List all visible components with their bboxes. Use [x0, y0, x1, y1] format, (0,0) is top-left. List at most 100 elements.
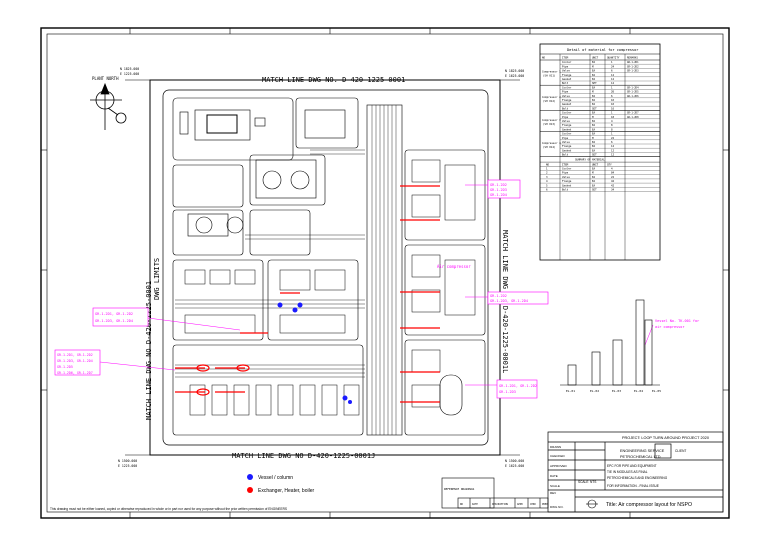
callout-2: GR-1-2D2 GR-1-2D3, GR-1-2D4 — [465, 291, 549, 305]
table-summary-cell: EA — [592, 183, 596, 187]
legend-exchanger-label: Exchanger, Heater, boiler — [258, 488, 314, 494]
table-cell: 10 — [611, 106, 615, 110]
table-summary-cell: Pipe — [562, 171, 569, 175]
vessel-markers — [277, 302, 352, 404]
company-name-2: PETROCHEMICAL LTD — [620, 455, 661, 459]
elevation-label: EL-05 — [652, 389, 661, 393]
table-cell: 1 — [611, 85, 613, 89]
scope-line-3: PETROCHEMICALS AND ENGINEERING — [607, 476, 668, 480]
plant-north-symbol — [90, 82, 127, 130]
table-cell: GR-1-2D7 — [627, 112, 639, 115]
table-cell: M — [592, 90, 594, 94]
table-summary-cell: 1 — [546, 167, 548, 171]
table-header-cell: REMARKS — [627, 56, 638, 60]
table-cell: Bolt — [562, 106, 569, 110]
table-cell: Bolt — [562, 153, 569, 157]
legend: Vessel / column Exchanger, Heater, boile… — [247, 474, 314, 494]
table-cell: EA — [592, 119, 596, 123]
svg-text:N 1825.000: N 1825.000 — [120, 67, 139, 71]
client-logo-text: CLIENT — [675, 449, 686, 453]
site-boundary — [125, 79, 520, 456]
table-cell: EA — [592, 85, 596, 89]
svg-text:GR-1-2D6, GR-1-2D7: GR-1-2D6, GR-1-2D7 — [57, 371, 93, 375]
pipe-rack — [175, 105, 397, 435]
table-cell: Flange — [562, 144, 572, 148]
table-header-cell: NO — [542, 56, 546, 60]
table-header-cell: QUANTITY — [607, 56, 620, 60]
table-summary-cell: 42 — [611, 179, 615, 183]
table-cell: Valve — [562, 119, 570, 123]
title-block-label: DWG NO. — [550, 505, 564, 509]
title-block — [547, 431, 724, 513]
title-block-label: CHECKED — [550, 454, 566, 458]
table-cell: 12 — [611, 144, 615, 148]
table-cell: Pipe — [562, 115, 569, 119]
table-summary-cell: Cooler — [562, 167, 572, 171]
table-cell: EA — [592, 98, 596, 102]
svg-text:air compressor: air compressor — [655, 325, 685, 329]
table-cell: 6 — [611, 94, 613, 98]
table-summary-cell: 34 — [611, 188, 615, 192]
table-cell: Flange — [562, 73, 572, 77]
table-summary-cell: 3 — [546, 175, 548, 179]
svg-text:GR-1-2D1, GR-1-2D2: GR-1-2D1, GR-1-2D2 — [57, 353, 93, 357]
table-cell: Gasket — [562, 77, 572, 81]
table-cell: GR-1-2D8 — [627, 116, 639, 119]
table-summary-cell: 6 — [546, 188, 548, 192]
callout-4: GR-1-2D1, GR-1-2D2 GR-1-2D3, GR-1-2D4 GR… — [54, 349, 176, 376]
table-cell: Gasket — [562, 148, 572, 152]
table-cell: 6 — [611, 140, 613, 144]
table-cell: Valve — [562, 69, 570, 73]
svg-text:GR-1-2D3: GR-1-2D3 — [490, 188, 507, 192]
table-cell: EA — [592, 60, 596, 64]
svg-text:GR-1-2D3, GR-1-2D4: GR-1-2D3, GR-1-2D4 — [95, 319, 133, 323]
table-group-label: (SH 013) — [543, 122, 556, 126]
table-cell: 4 — [611, 119, 613, 123]
table-cell: EA — [592, 140, 596, 144]
air-compressor-label: Air compressor — [437, 264, 471, 269]
title-block-label: DRAWN — [550, 445, 561, 449]
match-line-top: MATCH LINE DWG NO. D-420-1225-0001 — [262, 76, 405, 84]
table-group-label: (SH 014) — [543, 145, 556, 149]
table-cell: EA — [592, 132, 596, 136]
table-summary-cell: 5 — [546, 183, 548, 187]
svg-text:GR-1-2D1, GR-1-2D2: GR-1-2D1, GR-1-2D2 — [95, 312, 133, 316]
table-header-cell: UNIT — [592, 56, 599, 60]
scale-value: NTS — [590, 480, 596, 484]
table-summary-cell: Bolt — [562, 188, 569, 192]
table-summary-header: QTY — [607, 162, 612, 166]
table-cell: GR-1-2D4 — [627, 86, 639, 89]
svg-text:GR-1-2D2: GR-1-2D2 — [490, 183, 507, 187]
table-cell: GR-1-2D5 — [627, 91, 639, 94]
revision-note: FOR INFORMATION - FINAL ISSUE — [607, 484, 659, 488]
table-cell: SET — [592, 106, 597, 110]
table-group-label: (SH 011) — [543, 74, 556, 78]
table-summary-header: NO — [546, 162, 550, 166]
table-summary-header: UNIT — [592, 162, 599, 166]
table-summary-cell: EA — [592, 179, 596, 183]
legend-vessel-marker — [247, 474, 253, 480]
svg-text:GR-1-2D1, GR-1-2D2: GR-1-2D1, GR-1-2D2 — [499, 384, 537, 388]
table-cell: 12 — [611, 148, 615, 152]
table-cell: 8 — [611, 127, 613, 131]
table-summary-cell: EA — [592, 175, 596, 179]
table-summary-cell: 2 — [546, 171, 548, 175]
exchanger-markers — [175, 185, 440, 403]
revision-header: APPD — [517, 503, 523, 506]
table-cell: EA — [592, 73, 596, 77]
table-cell: 12 — [611, 81, 615, 85]
legend-exchanger-marker — [247, 487, 253, 493]
table-cell: 6 — [611, 69, 613, 73]
table-cell: Cooler — [562, 60, 572, 64]
project-title: PROJECT: LOOP TURN AROUND PROJECT 2020 — [622, 436, 709, 440]
svg-text:GR-1-2D5: GR-1-2D5 — [57, 365, 73, 369]
table-cell: GR-1-2D6 — [627, 95, 639, 98]
table-summary-cell: Flange — [562, 179, 572, 183]
table-cell: Pipe — [562, 64, 569, 68]
svg-text:E 1625.000: E 1625.000 — [505, 74, 524, 78]
